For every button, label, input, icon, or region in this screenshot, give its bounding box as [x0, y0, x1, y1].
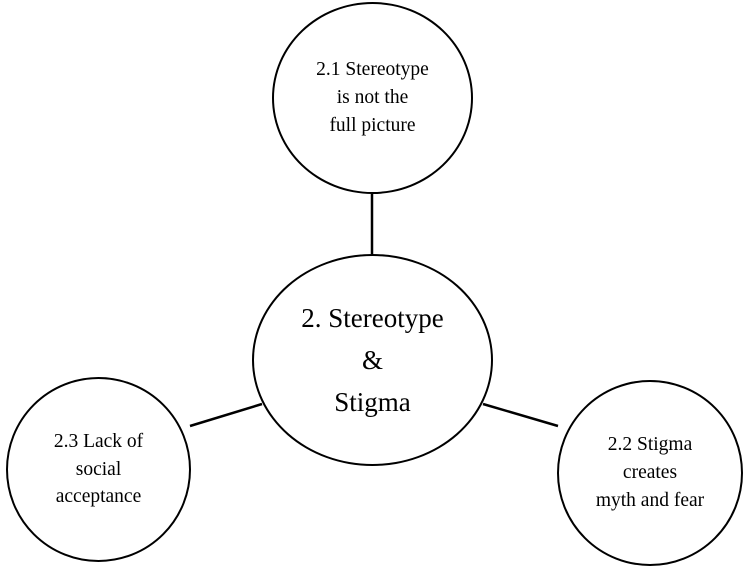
node-lack-of-social-acceptance[interactable]: 2.3 Lack of social acceptance: [6, 377, 191, 562]
node-right-label: 2.2 Stigma creates myth and fear: [595, 434, 705, 511]
node-stereotype-not-full-picture[interactable]: 2.1 Stereotype is not the full picture: [272, 2, 473, 194]
node-stereotype-and-stigma[interactable]: 2. Stereotype & Stigma: [252, 254, 493, 466]
node-top-label: 2.1 Stereotype is not the full picture: [316, 59, 429, 136]
node-left-label: 2.3 Lack of social acceptance: [53, 430, 144, 508]
connector-center-to-right: [482, 402, 559, 428]
node-center-label: 2. Stereotype & Stigma: [301, 302, 444, 418]
node-stigma-creates-myth-and-fear[interactable]: 2.2 Stigma creates myth and fear: [557, 380, 743, 566]
connector-center-to-left: [189, 402, 263, 428]
